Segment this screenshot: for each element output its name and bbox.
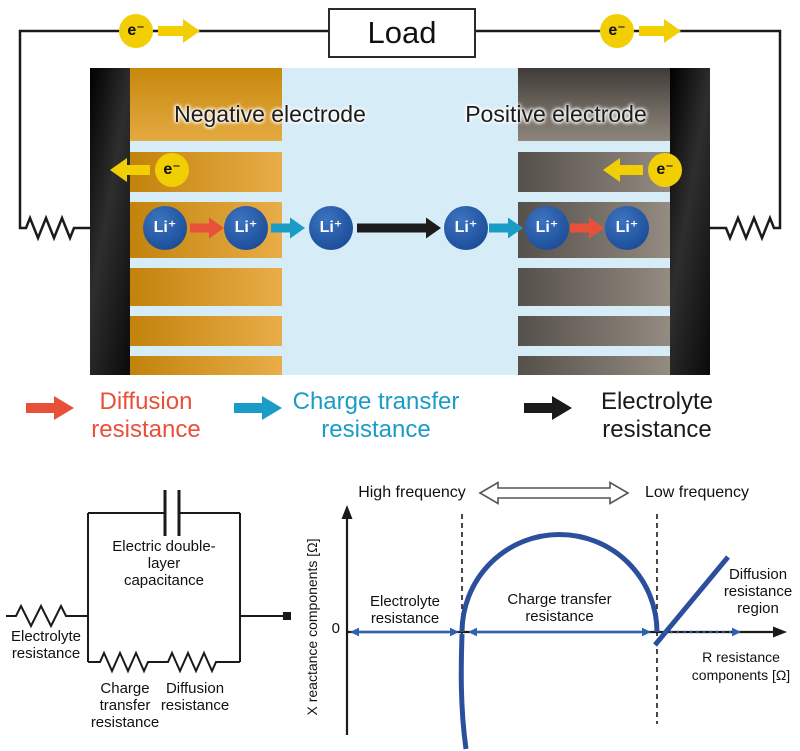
positive-electrode-finger [518, 68, 670, 141]
parallel-loop-wires [87, 512, 241, 662]
frequency-direction-arrow [478, 481, 630, 505]
li-ion: Li⁺ [444, 206, 488, 250]
diffusion-warburg-line [653, 555, 730, 647]
negative-electrode-finger [130, 68, 282, 141]
electrolyte-resistance-arrow [357, 217, 441, 239]
positive-electrode-finger [518, 152, 670, 192]
equivalent-circuit [6, 490, 291, 674]
load-box: Load [328, 8, 476, 58]
charge-transfer-arrow-icon [234, 396, 282, 420]
circuit-capacitance-label: Electric double-layer capacitance [112, 538, 216, 589]
right-circuit-wire [472, 29, 782, 242]
legend-label-electrolyte: Electrolyte resistance [600, 388, 714, 443]
legend-item-charge-transfer: Charge transfer resistance [234, 388, 464, 444]
battery-wiring-layer [18, 19, 782, 242]
li-ion: Li⁺ [143, 206, 187, 250]
li-ion: Li⁺ [309, 206, 353, 250]
legend-item-electrolyte: Electrolyte resistance [524, 388, 736, 444]
x-axis-label: R resistance components [Ω] [691, 649, 791, 683]
charge-transfer-span-arrow [468, 627, 651, 637]
capacitor-plates [163, 490, 181, 536]
electron-badge: e⁻ [648, 153, 682, 187]
low-frequency-label: Low frequency [644, 484, 750, 501]
plot-charge-transfer-label: Charge transfer resistance [507, 591, 612, 625]
positive-electrode-finger [518, 356, 670, 375]
electrolyte-arrow-icon [524, 396, 572, 420]
charge-transfer-semicircle [459, 532, 660, 633]
y-axis-arrowhead [341, 505, 353, 519]
positive-electrode-finger [518, 268, 670, 306]
negative-electrode-finger [130, 356, 282, 375]
negative-electrode-label: Negative electrode [174, 101, 366, 127]
y-axis-label: X reactance components [Ω] [304, 538, 320, 716]
diffusion-arrow-icon [26, 396, 74, 420]
negative-current-collector [90, 68, 130, 375]
li-ion: Li⁺ [224, 206, 268, 250]
li-ion: Li⁺ [605, 206, 649, 250]
diffusion-span-arrow [664, 627, 741, 637]
negative-electrode-finger [130, 268, 282, 306]
electrolyte-span-arrow [350, 627, 459, 637]
left-circuit-wire [18, 29, 328, 242]
series-resistor [6, 603, 88, 629]
nyquist-plot [341, 481, 787, 750]
output-terminal [283, 612, 291, 620]
electron-flow-arrow [639, 19, 681, 43]
diffusion-resistance-arrow [190, 217, 224, 239]
circuit-diffusion-label: Diffusion resistance [160, 680, 230, 714]
positive-electrode-label: Positive electrode [465, 101, 647, 127]
legend-label-charge-transfer: Charge transfer resistance [292, 388, 460, 443]
circuit-electrolyte-resistance-label: Electrolyte resistance [10, 628, 82, 662]
circuit-charge-transfer-label: Charge transfer resistance [90, 680, 160, 731]
electron-badge: e⁻ [119, 14, 153, 48]
li-ion: Li⁺ [525, 206, 569, 250]
negative-electrode-finger [130, 316, 282, 346]
charge-transfer-arrow [489, 217, 523, 239]
electron-flow-arrow [158, 19, 200, 43]
positive-electrode-finger [518, 316, 670, 346]
bottom-branch-resistors [88, 650, 240, 674]
legend-item-diffusion: Diffusion resistance [26, 388, 212, 444]
origin-label: 0 [331, 620, 340, 637]
electron-badge: e⁻ [600, 14, 634, 48]
high-frequency-tail-curve [458, 633, 469, 750]
high-frequency-label: High frequency [358, 484, 466, 501]
electron-flow-arrow [603, 158, 643, 182]
positive-current-collector [670, 68, 710, 375]
plot-diffusion-region-label: Diffusion resistance region [723, 566, 793, 617]
diffusion-resistance-arrow [570, 217, 604, 239]
electron-badge: e⁻ [155, 153, 189, 187]
x-axis-arrowhead [773, 626, 787, 638]
plot-electrolyte-resistance-label: Electrolyte resistance [369, 593, 441, 627]
legend-label-diffusion: Diffusion resistance [91, 388, 201, 443]
electron-flow-arrow [110, 158, 150, 182]
charge-transfer-arrow [271, 217, 305, 239]
